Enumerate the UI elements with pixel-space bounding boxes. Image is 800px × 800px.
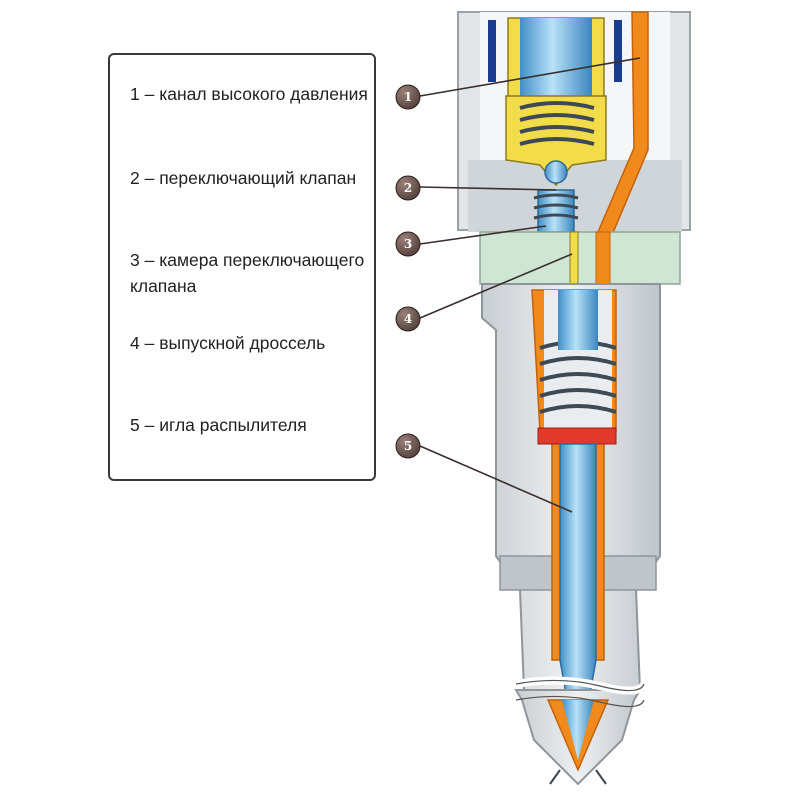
callout-2-number: 2 [404, 181, 412, 195]
callout-2: 2 [395, 175, 421, 201]
callout-1-number: 1 [404, 90, 412, 104]
callout-1: 1 [395, 84, 421, 110]
callout-4: 4 [395, 306, 421, 332]
legend-box: 1 – канал высокого давления 2 – переключ… [108, 53, 376, 481]
throttle-plate [479, 231, 681, 285]
nozzle-tip [514, 676, 648, 786]
switching-valve-assembly [505, 17, 607, 233]
legend-item-nozzle-needle: 5 – игла распылителя [130, 415, 307, 435]
legend-item-valve-chamber: 3 – камера переключающего клапана [130, 250, 365, 296]
legend-item-outlet-throttle: 4 – выпускной дроссель [130, 333, 326, 353]
callout-5: 5 [395, 433, 421, 459]
callout-3: 3 [395, 231, 421, 257]
legend-item-high-pressure-channel: 1 – канал высокого давления [130, 84, 368, 104]
callout-3-number: 3 [404, 237, 412, 251]
callout-5-number: 5 [404, 439, 412, 453]
legend-item-switching-valve: 2 – переключающий клапан [130, 168, 357, 188]
leader-lines [419, 57, 641, 513]
callout-4-number: 4 [404, 312, 412, 326]
